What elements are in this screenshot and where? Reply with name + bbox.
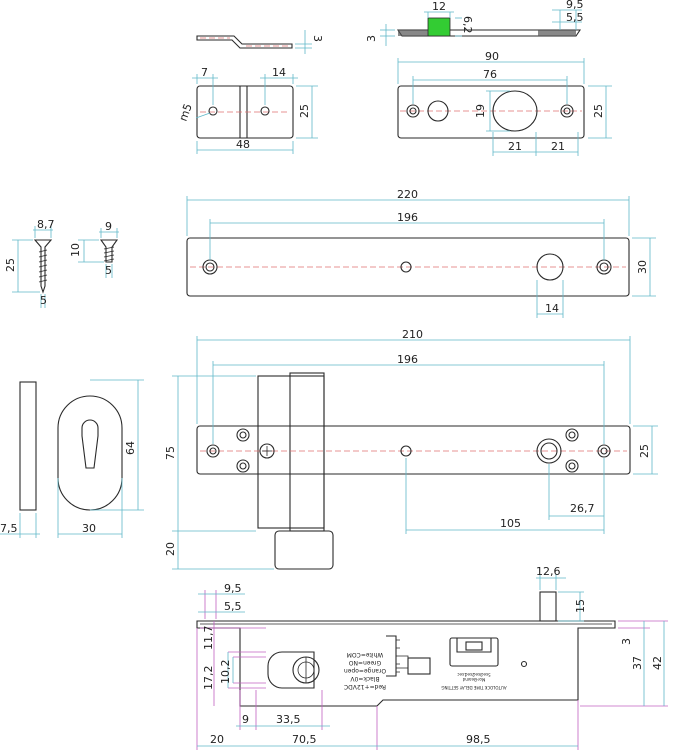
lock-side-d15: 15 (574, 599, 587, 613)
faceplate-d196: 196 (397, 211, 418, 224)
faceplate-d30: 30 (636, 260, 649, 274)
plate-a-d48: 48 (236, 138, 250, 151)
screw-long-d25: 25 (4, 258, 17, 272)
strike-side-view: 3 (196, 30, 324, 54)
plate-b-d21b: 21 (551, 140, 565, 153)
plate-a-d14: 14 (272, 66, 286, 79)
plate-b-d90: 90 (485, 50, 499, 63)
escutcheon-d7-5: 7,5 (0, 522, 18, 535)
switch-option-3: 5sec (481, 672, 490, 677)
lock-side-d17-2: 17,2 (202, 666, 215, 691)
lock-side-d98-5: 98,5 (466, 733, 491, 746)
escutcheon-d64: 64 (124, 441, 137, 455)
plate-a-d25: 25 (298, 104, 311, 118)
screw-short-d10: 10 (69, 243, 82, 257)
lock-front-view: 210 196 75 20 25 26,7 105 (164, 328, 658, 570)
plate-b-d21a: 21 (508, 140, 522, 153)
switch-option-2: 3sec (473, 672, 482, 677)
strike-top-d5-5: 5,5 (566, 11, 584, 24)
lock-side-d70-5: 70,5 (292, 733, 317, 746)
screw-short-d5: 5 (105, 264, 112, 277)
strike-top-d9-5: 9,5 (566, 0, 584, 11)
screw-long-d5: 5 (40, 294, 47, 307)
lock-front-d26-7: 26,7 (570, 502, 595, 515)
lock-side-d42: 42 (651, 656, 664, 670)
plate-a-d7: 7 (201, 66, 208, 79)
screw-short: 9 10 5 (69, 220, 119, 278)
lock-side-d9: 9 (242, 713, 249, 726)
lock-side-d20: 20 (210, 733, 224, 746)
highlighted-latch (427, 17, 451, 37)
wire-label-2: Orange=open (344, 667, 386, 674)
plate-a: 7 14 25 48 m5 (177, 66, 318, 154)
lock-front-d196: 196 (397, 353, 418, 366)
lock-side-d33-5: 33,5 (276, 713, 301, 726)
screw-long-d8-7: 8,7 (37, 218, 55, 231)
plate-b: 90 76 19 25 21 21 (397, 50, 612, 156)
lock-side-view: White=COM Green=NO Orange=open Black=0V … (196, 565, 668, 750)
switch-title: Mor-Beamd (462, 677, 485, 682)
faceplate-d14: 14 (545, 302, 559, 315)
escutcheon: 7,5 64 30 (0, 379, 144, 538)
lock-side-d3: 3 (620, 638, 633, 645)
plate-b-d19: 19 (474, 104, 487, 118)
lock-front-d20: 20 (164, 542, 177, 556)
screw-long: 8,7 25 5 (4, 218, 55, 308)
wire-label-4: Red=+12VDC (344, 683, 386, 690)
wire-label-1: Green=NO (349, 659, 382, 666)
switch-option-0: 1sec (457, 672, 466, 677)
lock-side-d10-2: 10,2 (219, 660, 232, 685)
strike-top-h6-2: 6,2 (461, 16, 474, 34)
lock-side-d37: 37 (631, 656, 644, 670)
lock-side-d5-5: 5,5 (224, 600, 242, 613)
lock-side-d11-7: 11,7 (202, 626, 215, 651)
plate-b-d76: 76 (483, 68, 497, 81)
strike-top-w12: 12 (432, 0, 446, 13)
switch-option-1: 2sec (465, 672, 474, 677)
switch-caption: AUTOLOCK TIME DELAY SETTING (441, 685, 506, 690)
lock-side-d9-5: 9,5 (224, 582, 242, 595)
lock-front-d210: 210 (402, 328, 423, 341)
strike-top-view: 12 6,2 9,5 5,5 3 (365, 0, 584, 46)
wire-label-3: Black=0V (350, 675, 380, 682)
screw-short-d9: 9 (105, 220, 112, 233)
plate-b-d25: 25 (592, 104, 605, 118)
lock-front-d105: 105 (500, 517, 521, 530)
lock-front-d75: 75 (164, 446, 177, 460)
wire-label-0: White=COM (347, 651, 384, 658)
escutcheon-d30: 30 (82, 522, 96, 535)
faceplate-d220: 220 (397, 188, 418, 201)
lock-side-d12-6: 12,6 (536, 565, 561, 578)
faceplate: 220 196 30 14 (186, 188, 656, 318)
lock-front-d25: 25 (638, 444, 651, 458)
strike-side-thickness: 3 (311, 35, 324, 42)
strike-top-t3: 3 (365, 35, 378, 42)
plate-a-thread: m5 (177, 102, 195, 123)
